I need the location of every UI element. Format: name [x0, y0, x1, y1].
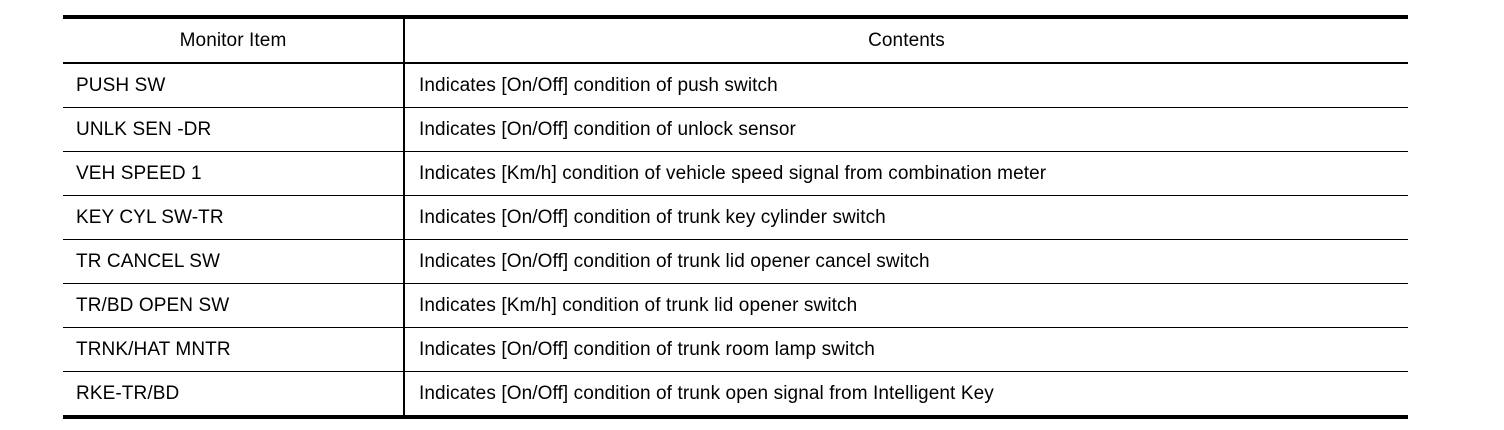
contents-label: Indicates [Km/h] condition of trunk lid …	[419, 295, 858, 316]
contents-label: Indicates [On/Off] condition of trunk li…	[419, 251, 930, 272]
column-header-monitor-item: Monitor Item	[63, 15, 405, 64]
contents-label: Indicates [On/Off] condition of trunk ke…	[419, 207, 886, 228]
contents-cell: Indicates [On/Off] condition of trunk ke…	[404, 195, 1408, 240]
table-header: Monitor Item Contents	[63, 15, 1408, 64]
contents-label: Indicates [Km/h] condition of vehicle sp…	[419, 163, 1047, 184]
monitor-item-cell: UNLK SEN -DR	[63, 107, 405, 152]
contents-label: Indicates [On/Off] condition of trunk op…	[419, 383, 994, 404]
monitor-item-cell: TR/BD OPEN SW	[63, 283, 405, 328]
table-row: TRNK/HAT MNTR Indicates [On/Off] conditi…	[63, 327, 1408, 372]
table-row: TR CANCEL SW Indicates [On/Off] conditio…	[63, 239, 1408, 284]
table-row: KEY CYL SW-TR Indicates [On/Off] conditi…	[63, 195, 1408, 240]
table-body: PUSH SW Indicates [On/Off] condition of …	[63, 62, 1408, 419]
contents-label: Indicates [On/Off] condition of unlock s…	[419, 119, 796, 140]
table-row: TR/BD OPEN SW Indicates [Km/h] condition…	[63, 283, 1408, 328]
table-row: PUSH SW Indicates [On/Off] condition of …	[63, 62, 1408, 108]
monitor-item-label: TR CANCEL SW	[76, 251, 221, 272]
monitor-item-cell: RKE-TR/BD	[63, 371, 405, 419]
contents-cell: Indicates [On/Off] condition of trunk ro…	[404, 327, 1408, 372]
monitor-item-label: PUSH SW	[76, 75, 166, 96]
monitor-item-cell: TRNK/HAT MNTR	[63, 327, 405, 372]
column-header-contents-label: Contents	[868, 30, 945, 51]
contents-cell: Indicates [On/Off] condition of trunk op…	[404, 371, 1408, 419]
table-row: VEH SPEED 1 Indicates [Km/h] condition o…	[63, 151, 1408, 196]
column-header-monitor-item-label: Monitor Item	[179, 30, 287, 51]
monitor-item-cell: PUSH SW	[63, 62, 405, 108]
contents-cell: Indicates [On/Off] condition of trunk li…	[404, 239, 1408, 284]
column-header-contents: Contents	[404, 15, 1408, 64]
monitor-item-label: RKE-TR/BD	[76, 383, 180, 404]
header-row: Monitor Item Contents	[63, 15, 1408, 64]
contents-label: Indicates [On/Off] condition of trunk ro…	[419, 339, 875, 360]
monitor-item-cell: TR CANCEL SW	[63, 239, 405, 284]
monitor-item-table: Monitor Item Contents PUSH SW Indicates …	[63, 15, 1408, 419]
monitor-item-label: KEY CYL SW-TR	[76, 207, 224, 228]
monitor-item-cell: KEY CYL SW-TR	[63, 195, 405, 240]
monitor-item-cell: VEH SPEED 1	[63, 151, 405, 196]
contents-label: Indicates [On/Off] condition of push swi…	[419, 75, 778, 96]
monitor-item-label: TR/BD OPEN SW	[76, 295, 230, 316]
contents-cell: Indicates [On/Off] condition of push swi…	[404, 62, 1408, 108]
monitor-item-label: VEH SPEED 1	[76, 163, 202, 184]
contents-cell: Indicates [Km/h] condition of vehicle sp…	[404, 151, 1408, 196]
contents-cell: Indicates [Km/h] condition of trunk lid …	[404, 283, 1408, 328]
monitor-item-label: TRNK/HAT MNTR	[76, 339, 231, 360]
table-row: RKE-TR/BD Indicates [On/Off] condition o…	[63, 371, 1408, 419]
contents-cell: Indicates [On/Off] condition of unlock s…	[404, 107, 1408, 152]
table-row: UNLK SEN -DR Indicates [On/Off] conditio…	[63, 107, 1408, 152]
monitor-item-label: UNLK SEN -DR	[76, 119, 212, 140]
